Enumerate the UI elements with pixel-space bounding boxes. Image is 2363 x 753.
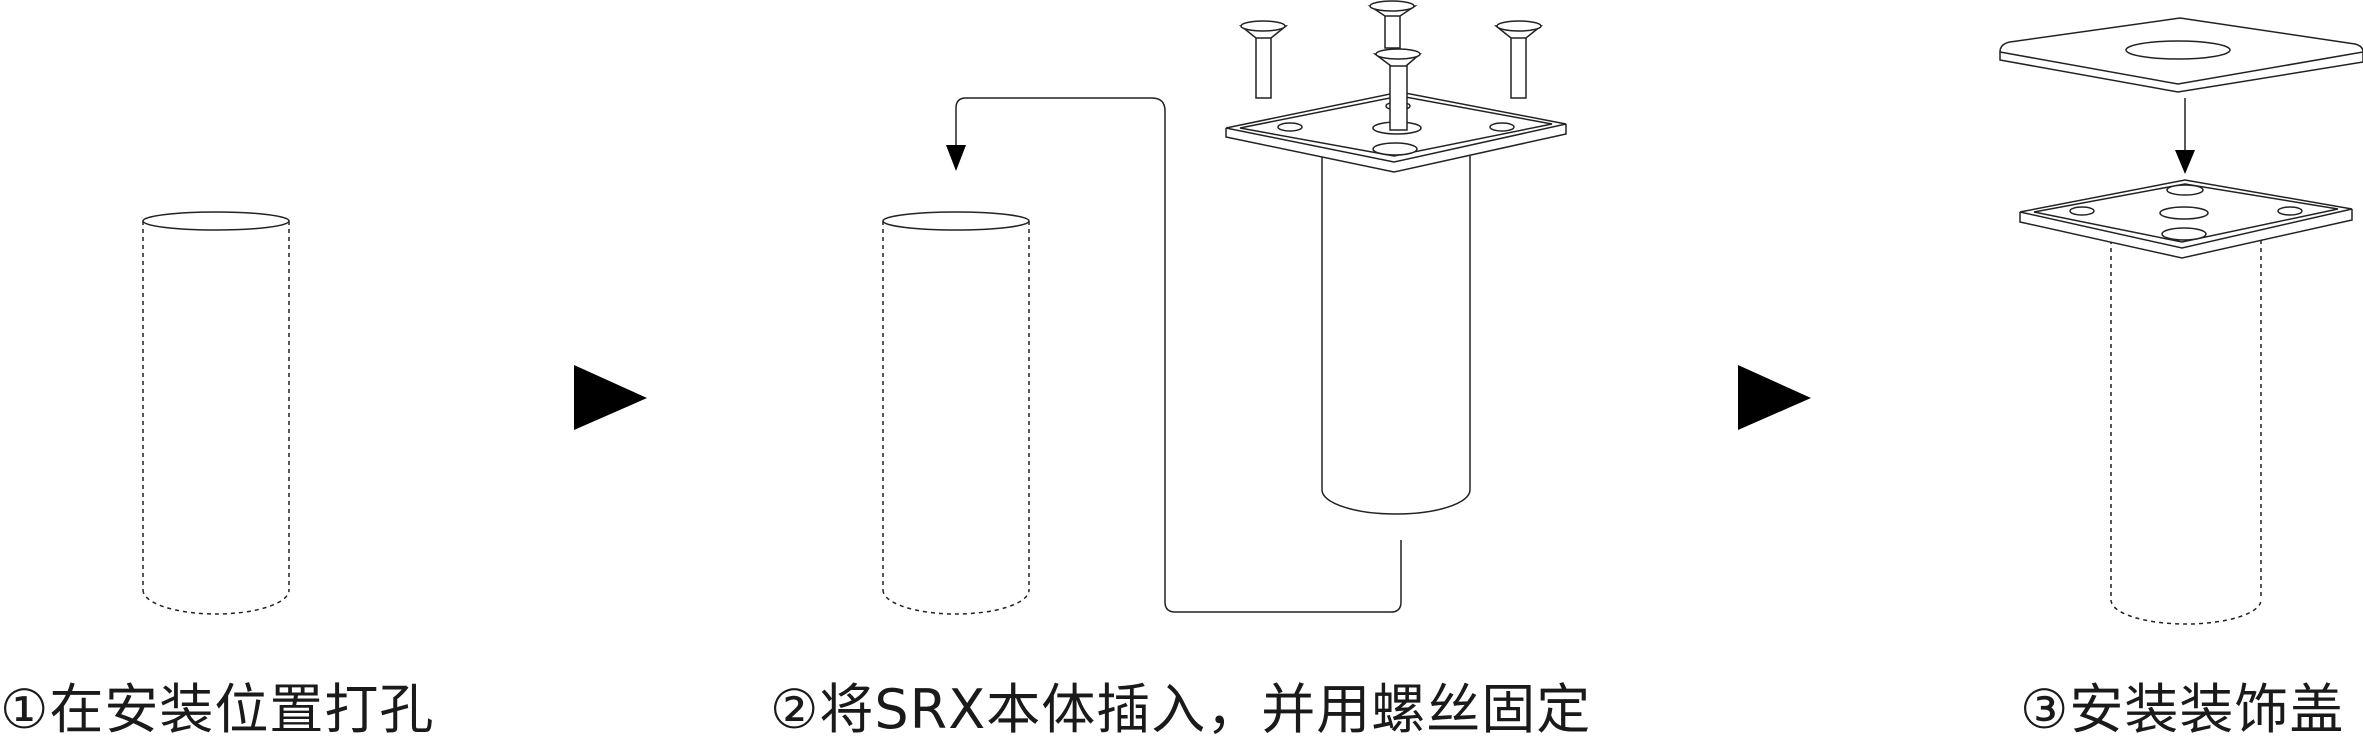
step-2-caption: ②将SRX本体插入，并用螺丝固定 [770,678,1592,741]
hole-top-ellipse [883,212,1029,230]
down-arrow-icon [946,145,966,171]
srx-cylinder [1322,155,1470,514]
screw-back-right [1496,21,1541,98]
plate-inner-edge [1240,96,1552,156]
screw-top-center [1370,1,1415,48]
plate-front-hole [2162,228,2206,240]
down-arrow-icon [2175,150,2195,174]
hole-top-ellipse [143,212,289,230]
plate-front-hole [1373,143,1417,155]
hole-bottom-arc [143,590,289,614]
cover-center-hole [2126,41,2230,59]
srx-body [1322,155,1470,514]
plate-back-hole [2167,185,2203,195]
step-3-caption: ③安装装饰盖 [2020,678,2345,741]
play-arrow-icon [1738,365,1811,430]
plate-center-hole [2160,207,2208,219]
screw-front-center [1375,49,1420,130]
play-arrow-icon [574,365,647,430]
plate-inner-edge [2034,184,2338,242]
plate-left-hole [1278,123,1302,131]
drilled-hole-3 [2111,240,2261,624]
drilled-hole-2 [883,212,1029,614]
hole-bottom-arc [2111,600,2261,624]
hole-bottom-arc [883,590,1029,614]
plate-right-hole [2278,207,2302,215]
screw-icon [1241,1,1541,130]
insertion-path-line [956,98,1401,612]
plate-right-hole [1490,123,1514,131]
mounted-plate [2020,180,2352,258]
drilled-hole-1 [143,212,289,614]
step-1-caption: ①在安装位置打孔 [0,678,435,741]
screw-back-left [1241,21,1286,98]
decorative-cover [2000,18,2363,92]
plate-left-hole [2070,207,2094,215]
